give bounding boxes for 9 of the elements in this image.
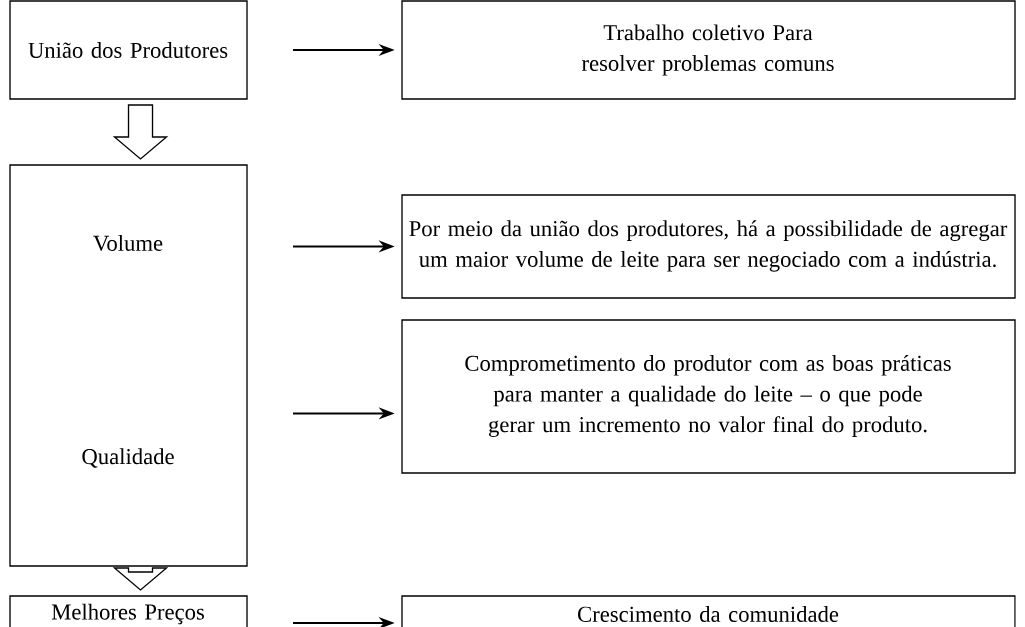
process-box: Por meio da união dos produtores, há a possibilidade de agregar um maior volume de leite para ser negociado com a indústria. xyxy=(401,194,1016,299)
process-box: Comprometimento do produtor com as boas práticas para manter a qualidade do leite – o que pode gerar um incremento no valor final do produto. xyxy=(401,319,1016,474)
process-box: Volume Qualidade xyxy=(9,164,248,567)
process-box: Trabalho coletivo Para resolver problemas comuns xyxy=(401,0,1016,100)
process-box: Melhores Preços xyxy=(9,595,248,627)
block-arrow xyxy=(112,567,169,591)
process-box: Crescimento da comunidade xyxy=(401,595,1016,627)
process-box: União dos Produtores xyxy=(9,0,248,100)
block-arrow xyxy=(112,104,169,160)
